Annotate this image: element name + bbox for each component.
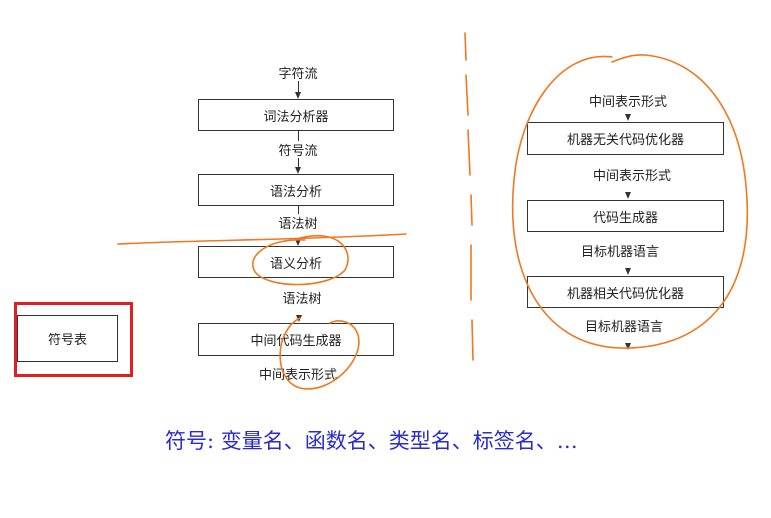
stage-code-generator: 代码生成器 bbox=[527, 200, 724, 232]
arrow-icon bbox=[295, 92, 301, 99]
stage-lexer: 词法分析器 bbox=[198, 99, 394, 131]
stage-semantic: 语义分析 bbox=[198, 246, 394, 278]
output-label: 符号流 bbox=[278, 144, 318, 159]
output-label: 中间表示形式 bbox=[258, 368, 338, 383]
input-label: 字符流 bbox=[278, 67, 318, 82]
connector bbox=[298, 131, 299, 141]
symbol-table: 符号表 bbox=[17, 315, 118, 362]
connector bbox=[298, 158, 299, 168]
arrow-icon bbox=[295, 239, 301, 246]
connector bbox=[298, 206, 299, 214]
stage-parser: 语法分析 bbox=[198, 174, 394, 206]
annotation-divider bbox=[464, 32, 474, 361]
symbol-table-highlight bbox=[14, 302, 133, 377]
input-label: 中间表示形式 bbox=[588, 95, 668, 110]
output-label: 语法树 bbox=[282, 292, 322, 307]
output-label: 中间表示形式 bbox=[592, 169, 672, 184]
stage-machine-dependent-optimizer: 机器相关代码优化器 bbox=[527, 276, 724, 308]
arrow-icon bbox=[625, 192, 631, 199]
connector bbox=[298, 81, 299, 93]
stage-machine-independent-optimizer: 机器无关代码优化器 bbox=[527, 122, 724, 155]
symbols-note: 符号: 变量名、函数名、类型名、标签名、… bbox=[165, 429, 578, 453]
arrow-icon bbox=[296, 315, 302, 322]
output-label: 目标机器语言 bbox=[584, 320, 664, 335]
arrow-icon bbox=[625, 343, 631, 350]
stage-ir-generator: 中间代码生成器 bbox=[198, 323, 394, 356]
annotation-underline bbox=[117, 233, 407, 245]
output-label: 目标机器语言 bbox=[580, 245, 660, 260]
output-label: 语法树 bbox=[278, 217, 318, 232]
arrow-icon bbox=[625, 268, 631, 275]
arrow-icon bbox=[295, 167, 301, 174]
arrow-icon bbox=[625, 114, 631, 121]
